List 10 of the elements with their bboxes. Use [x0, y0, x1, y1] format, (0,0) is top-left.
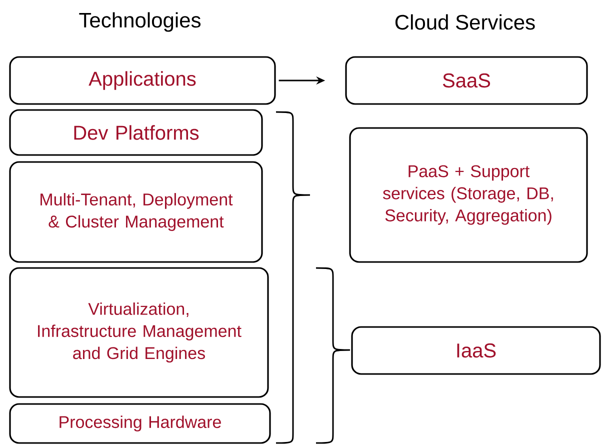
column-heading: Technologies [79, 12, 201, 32]
process-box: Processing Hardware [9, 403, 271, 444]
process-box: Applications [9, 56, 276, 105]
process-box: Multi-Tenant, Deployment & Cluster Management [9, 161, 263, 263]
process-box: PaaS + Support services (Storage, DB, Security, Aggregation) [349, 127, 588, 263]
process-box: SaaS [345, 56, 588, 105]
process-box: IaaS [351, 326, 601, 375]
process-box: Virtualization, Infrastructure Management and Grid Engines [9, 267, 269, 398]
process-box: Dev Platforms [9, 109, 263, 156]
column-heading: Cloud Services [395, 14, 535, 30]
